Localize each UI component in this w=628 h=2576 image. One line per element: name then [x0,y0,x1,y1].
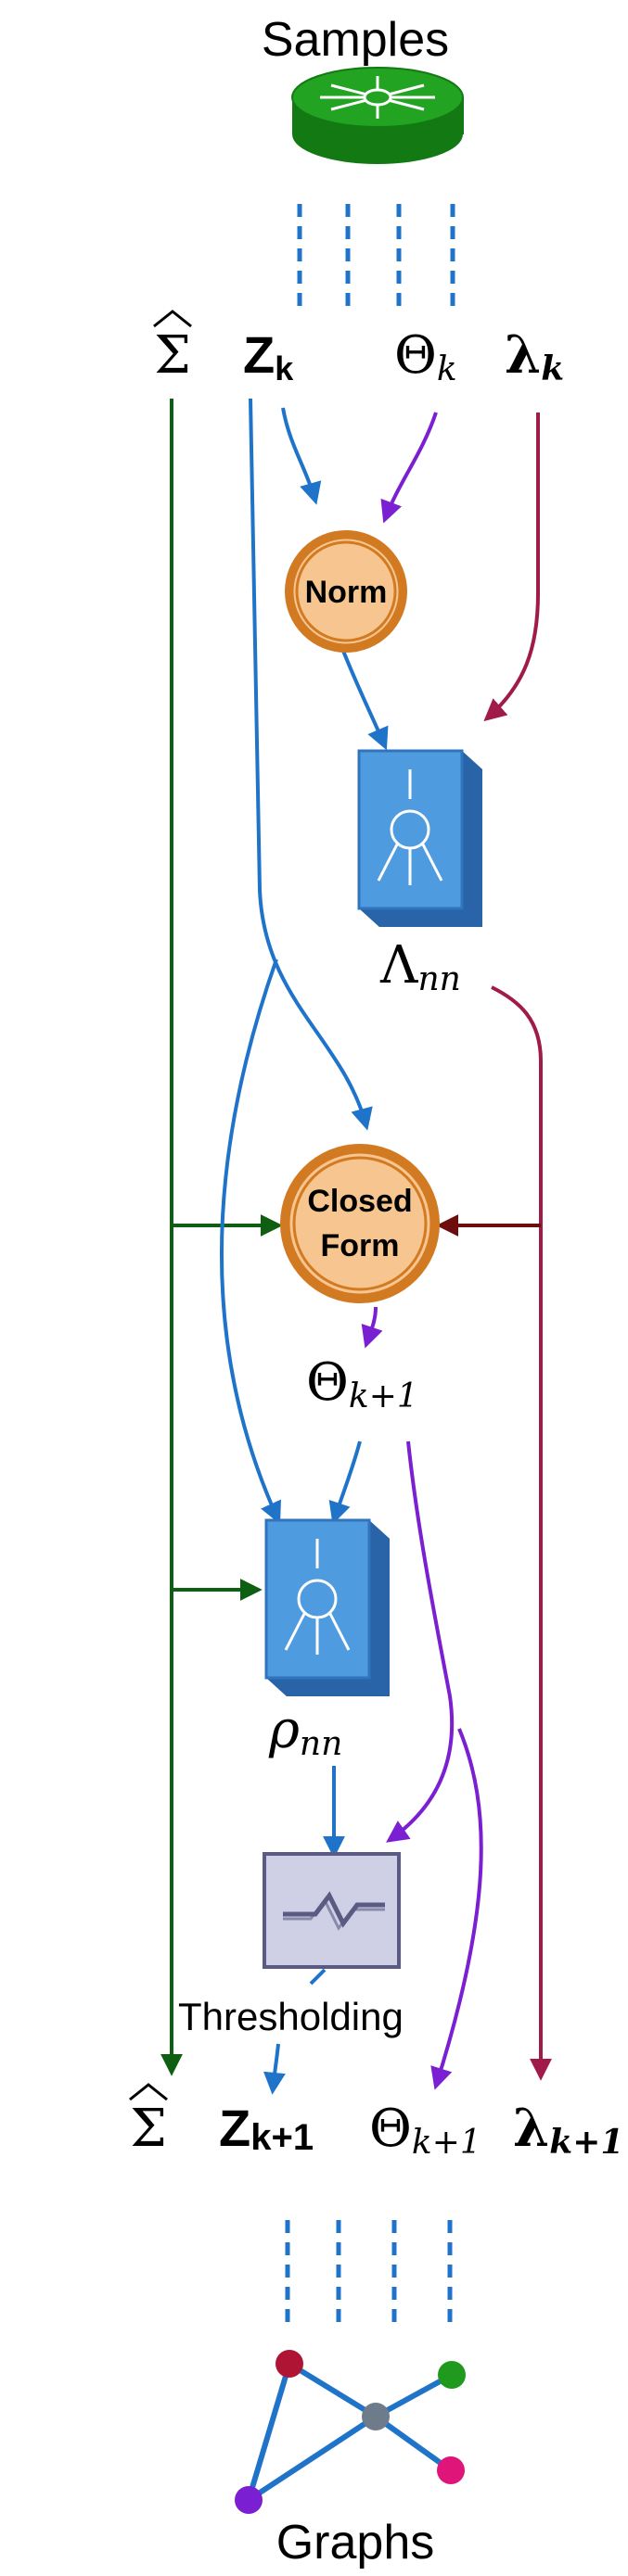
graph-node-purple [235,2486,263,2514]
norm-node: Norm [285,530,407,653]
graph-node-green [438,2361,466,2389]
rho-nn-box [264,1518,390,1696]
rho-nn-label: ρnn [268,1700,342,1763]
theta-to-output-arrow [430,1728,483,2090]
sigma-hat-output-accent [129,2083,168,2101]
samples-dashed-lines [297,204,455,311]
z-to-rho-arrow [220,958,281,1525]
graphs-label: Graphs [276,2516,435,2570]
theta-to-rho-arrow [328,1440,362,1525]
graphs-dashed-lines [285,2220,453,2331]
network-glyph [284,1539,351,1655]
norm-to-lambda-box-arrow [341,650,389,751]
theta-to-threshold-arrow [386,1440,455,1843]
closed-form-label-line1: Closed [307,1184,412,1219]
threshold-to-z-output-arrow [263,2043,286,2095]
network-glyph [377,769,443,885]
router-icon [291,67,464,164]
z-output: Zk+1 [219,2099,314,2158]
threshold-curve-icon [283,1891,385,1928]
lambda-nn-label: Λnn [379,935,461,998]
closed-form-node: Closed Form [280,1144,440,1303]
theta-mid-label: Θk+1 [306,1352,418,1415]
theta-to-norm-arrow [380,412,438,524]
thresholding-label: Thresholding [178,1995,404,2038]
graph-icon [235,2350,466,2514]
thresholding-box [263,1852,401,1969]
graph-node-red [276,2350,303,2378]
lambda-to-lambda-box-arrow [483,412,540,722]
lambda-nn-to-output-arrow [491,985,552,2081]
lambda-output: λk+1 [513,2098,623,2162]
z-to-norm-arrow [281,407,322,505]
graph-node-gray [362,2403,390,2430]
threshold-out-stub [309,1968,327,1986]
samples-label: Samples [262,13,449,67]
norm-label: Norm [305,575,388,610]
theta-output: Θk+1 [369,2099,481,2162]
lambda-input: λk [505,324,564,388]
theta-input: Θk [394,325,457,388]
z-input: Zk [243,325,294,387]
sigma-hat-input: Σ [154,325,191,386]
sigma-hat-output: Σ [130,2099,167,2159]
sigma-hat-accent [153,310,192,328]
closed-form-label-line2: Form [321,1228,400,1263]
lambda-nn-box [357,749,482,927]
closed-form-to-theta-arrow [361,1306,383,1349]
graph-node-pink [437,2456,465,2484]
z-to-closed-form-arrow [249,398,373,1131]
